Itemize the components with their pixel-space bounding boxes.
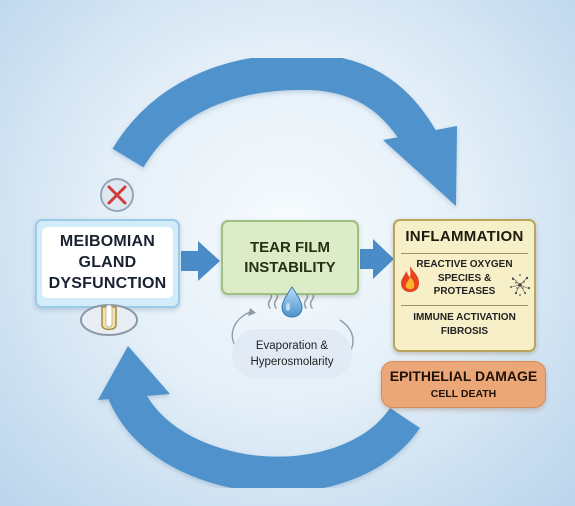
- fire-icon: [401, 266, 419, 292]
- evaporation-hyperosmolarity-box: Evaporation & Hyperosmolarity: [232, 329, 352, 379]
- inflammation-box: INFLAMMATION REACTIVE OXYGEN SPECIES & P…: [393, 219, 536, 352]
- reactive-oxygen-species-label: REACTIVE OXYGEN SPECIES & PROTEASES: [416, 259, 513, 297]
- arrow-mgd-to-tear-film: [181, 241, 220, 281]
- evaporation-hyperosmolarity-label: Evaporation & Hyperosmolarity: [250, 340, 334, 368]
- top-cycle-arrow: [112, 53, 457, 206]
- tear-film-instability-box: TEAR FILM INSTABILITY: [221, 220, 359, 295]
- tear-film-instability-label: TEAR FILM INSTABILITY: [244, 238, 336, 276]
- inflammation-divider-top: [401, 253, 528, 254]
- bottom-cycle-arrow: [98, 346, 420, 493]
- meibomian-gland-dysfunction-box: MEIBOMIAN GLAND DYSFUNCTION: [35, 219, 180, 308]
- water-drop-icon: [281, 286, 303, 318]
- epithelial-damage-title: EPITHELIAL DAMAGE: [389, 368, 538, 384]
- epithelial-damage-box: EPITHELIAL DAMAGE CELL DEATH: [381, 361, 546, 408]
- meibomian-gland-icon: [80, 304, 138, 336]
- meibomian-gland-dysfunction-label: MEIBOMIAN GLAND DYSFUNCTION: [48, 233, 167, 292]
- inflammation-title: INFLAMMATION: [405, 228, 524, 245]
- particle-burst-icon: [509, 274, 531, 296]
- inflammation-divider-bottom: [401, 305, 528, 306]
- immune-activation-fibrosis-label: IMMUNE ACTIVATION FIBROSIS: [413, 312, 516, 337]
- arrow-tear-film-to-inflammation: [360, 239, 394, 279]
- x-in-circle-icon: [100, 178, 134, 212]
- meibomian-gland-dysfunction-panel: MEIBOMIAN GLAND DYSFUNCTION: [42, 227, 173, 298]
- cell-death-label: CELL DEATH: [430, 388, 497, 400]
